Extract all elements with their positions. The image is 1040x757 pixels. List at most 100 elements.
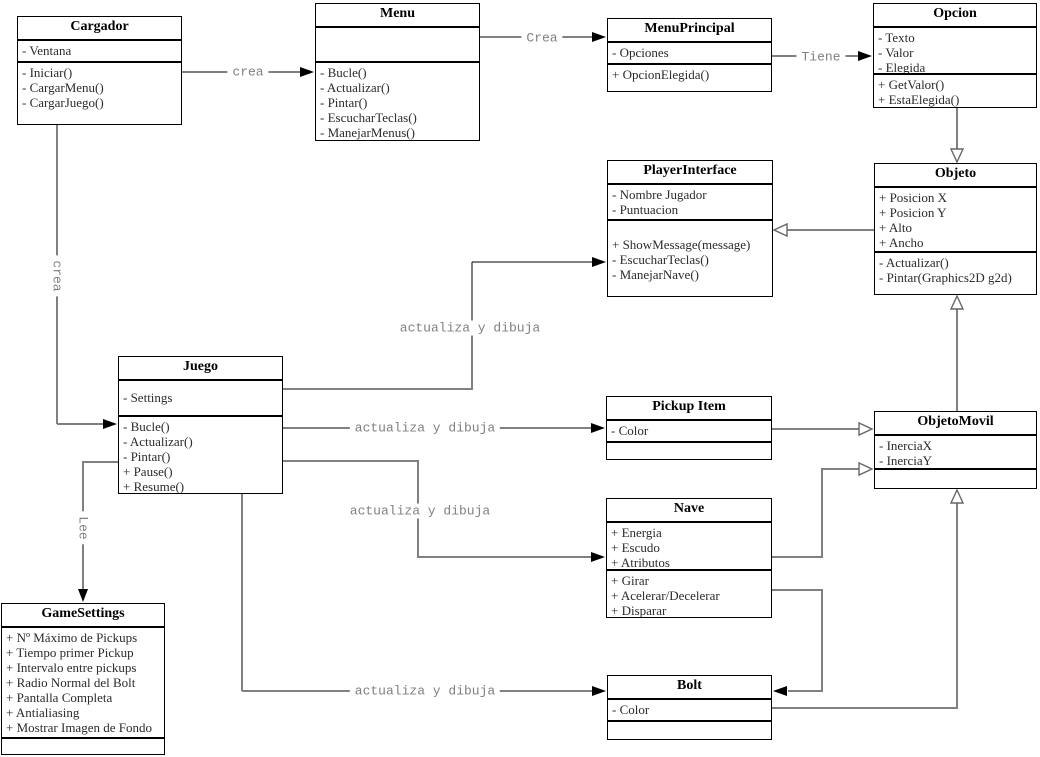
class-attributes: - Ventana: [18, 39, 181, 61]
uml-method: + Disparar: [611, 603, 667, 617]
uml-method: + Acelerar/Decelerar: [611, 588, 720, 603]
label-actualiza-playerinterface: actualiza y dibuja: [394, 320, 546, 336]
class-methods: + OpcionElegida(): [608, 63, 771, 91]
class-methods: - Bucle() - Actualizar() - Pintar() - Es…: [316, 61, 479, 140]
class-methods: - Actualizar() - Pintar(Graphics2D g2d): [875, 251, 1036, 294]
uml-attribute: + Intervalo entre pickups: [6, 660, 137, 675]
uml-attribute: + Posicion X: [879, 190, 948, 205]
uml-attribute: - Elegida: [878, 60, 926, 73]
label-actualiza-nave: actualiza y dibuja: [344, 503, 496, 519]
uml-attribute: + Nº Máximo de Pickups: [6, 630, 138, 645]
class-methods: [607, 441, 771, 459]
connector-juego-actualiza-bolt: [241, 494, 606, 696]
class-attributes: + Posicion X + Posicion Y + Alto + Ancho: [875, 186, 1036, 251]
class-title: Pickup Item: [652, 399, 726, 414]
uml-method: + ShowMessage(message): [612, 237, 751, 252]
class-objeto: Objeto + Posicion X + Posicion Y + Alto …: [874, 163, 1037, 295]
connector-cargador-crea-juego: [56, 125, 117, 429]
class-attributes: - Color: [607, 419, 771, 441]
uml-attribute: + Mostrar Imagen de Fondo: [6, 720, 152, 735]
uml-attribute: + Escudo: [611, 540, 660, 555]
class-opcion: Opcion - Texto - Valor - Elegida + GetVa…: [873, 3, 1037, 108]
class-methods: + ShowMessage(message) - EscucharTeclas(…: [608, 219, 772, 296]
uml-method: + Pause(): [123, 464, 173, 479]
connector-juego-actualiza-playerinterface: [283, 257, 606, 390]
class-bolt: Bolt - Color: [607, 675, 772, 740]
class-title: Opcion: [933, 6, 977, 21]
class-title: MenuPrincipal: [644, 21, 735, 36]
class-juego: Juego - Settings - Bucle() - Actualizar(…: [118, 356, 283, 494]
uml-method: - ManejarNave(): [612, 267, 699, 282]
class-attributes: - Color: [608, 698, 771, 720]
uml-method: - ManejarMenus(): [320, 125, 415, 140]
uml-method: + EstaElegida(): [878, 92, 960, 107]
connector-opcion-generalization-objeto: [949, 108, 965, 164]
label-crea-cargador-juego: crea: [49, 255, 65, 297]
uml-method: - Bucle(): [123, 419, 170, 434]
label-crea-menu-menuprincipal: Crea: [521, 30, 563, 46]
class-attributes: - Nombre Jugador - Puntuacion: [608, 183, 772, 219]
class-menuprincipal: MenuPrincipal - Opciones + OpcionElegida…: [607, 18, 772, 92]
class-title: Menu: [380, 6, 415, 21]
class-attributes: - Texto - Valor - Elegida: [874, 26, 1036, 73]
uml-method: - Iniciar(): [22, 65, 73, 80]
class-methods: + GetValor() + EstaElegida(): [874, 73, 1036, 107]
uml-attribute: - Color: [612, 702, 650, 717]
uml-attribute: + Pantalla Completa: [6, 690, 113, 705]
uml-attribute: + Antialiasing: [6, 705, 80, 720]
class-title: Cargador: [70, 19, 129, 34]
uml-attribute: - InerciaY: [879, 453, 933, 468]
uml-method: - Actualizar(): [123, 434, 193, 449]
uml-method: + Girar: [611, 573, 650, 588]
class-attributes: + Nº Máximo de Pickups + Tiempo primer P…: [2, 626, 164, 737]
class-methods: + Girar + Acelerar/Decelerar + Disparar: [607, 569, 771, 617]
class-methods: [608, 720, 771, 739]
class-objetomovil: ObjetoMovil - InerciaX - InerciaY: [874, 411, 1037, 489]
uml-method: - Pintar(): [320, 95, 368, 110]
uml-method: - Actualizar(): [879, 255, 949, 270]
connector-objeto-generalization-playerinterface: [772, 222, 874, 238]
class-title: GameSettings: [41, 606, 125, 621]
connector-bolt-generalization-objetomovil: [772, 488, 965, 709]
connector-objetomovil-generalization-objeto: [949, 294, 965, 411]
label-actualiza-pickupitem: actualiza y dibuja: [349, 420, 501, 436]
uml-method: + OpcionElegida(): [612, 67, 710, 82]
class-methods: [875, 468, 1036, 488]
uml-method: + Resume(): [123, 479, 185, 493]
class-attributes: + Energia + Escudo + Atributos: [607, 521, 771, 569]
uml-attribute: - Texto: [878, 30, 915, 45]
uml-attribute: + Energia: [611, 525, 662, 540]
class-title: Juego: [183, 359, 218, 374]
label-actualiza-bolt: actualiza y dibuja: [349, 683, 501, 699]
class-menu: Menu - Bucle() - Actualizar() - Pintar()…: [315, 3, 480, 141]
class-attributes: [316, 26, 479, 61]
class-title: PlayerInterface: [643, 163, 737, 178]
uml-attribute: - Settings: [123, 390, 173, 405]
uml-attribute: + Alto: [879, 220, 912, 235]
uml-attribute: - Nombre Jugador: [612, 187, 707, 202]
connector-nave-bolt: [772, 589, 823, 696]
uml-method: - EscucharTeclas(): [612, 252, 709, 267]
uml-method: - Pintar(): [123, 449, 171, 464]
connector-nave-generalization-objetomovil: [772, 461, 874, 558]
uml-method: - Actualizar(): [320, 80, 390, 95]
uml-attribute: - Color: [611, 423, 649, 438]
uml-method: - EscucharTeclas(): [320, 110, 417, 125]
class-gamesettings: GameSettings + Nº Máximo de Pickups + Ti…: [1, 603, 165, 755]
class-nave: Nave + Energia + Escudo + Atributos + Gi…: [606, 498, 772, 618]
uml-attribute: + Radio Normal del Bolt: [6, 675, 136, 690]
class-methods: - Bucle() - Actualizar() - Pintar() + Pa…: [119, 415, 282, 493]
uml-method: + GetValor(): [878, 77, 945, 92]
uml-attribute: - InerciaX: [879, 438, 933, 453]
uml-attribute: + Atributos: [611, 555, 670, 569]
uml-attribute: - Opciones: [612, 45, 669, 60]
uml-attribute: - Puntuacion: [612, 202, 679, 217]
uml-method: - CargarMenu(): [22, 80, 104, 95]
uml-attribute: - Ventana: [22, 43, 72, 58]
class-methods: - Iniciar() - CargarMenu() - CargarJuego…: [18, 61, 181, 124]
class-title: Nave: [673, 501, 705, 516]
class-attributes: - InerciaX - InerciaY: [875, 434, 1036, 468]
uml-method: - Bucle(): [320, 65, 367, 80]
uml-attribute: + Posicion Y: [879, 205, 947, 220]
